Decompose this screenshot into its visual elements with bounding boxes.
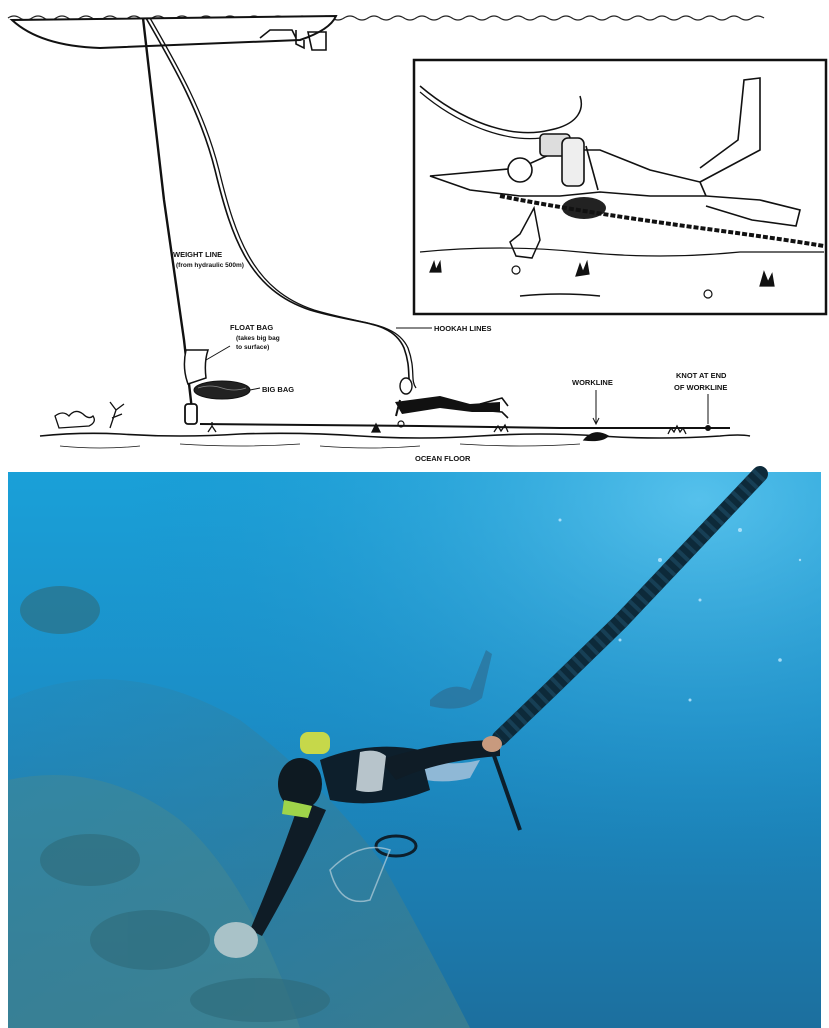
inset-panel	[414, 60, 826, 314]
diver-bottom	[395, 378, 508, 427]
label-float-bag: FLOAT BAG	[230, 323, 273, 332]
label-big-bag: BIG BAG	[262, 385, 294, 394]
weight-block	[185, 404, 197, 424]
boat-hull	[12, 16, 336, 48]
big-bag	[194, 381, 260, 399]
label-weight-line: WEIGHT LINE	[173, 250, 222, 259]
label-hookah-lines: HOOKAH LINES	[434, 324, 492, 333]
float-bag	[184, 350, 208, 384]
underwater-photo	[8, 472, 821, 1028]
label-weight-line-note: (from hydraulic 500m)	[176, 262, 244, 269]
workline	[200, 424, 730, 428]
label-workline: WORKLINE	[572, 378, 613, 387]
label-float-bag-note-1: (takes big bag	[236, 335, 280, 342]
inset-bag	[562, 197, 606, 219]
label-float-bag-note-2: to surface)	[236, 344, 269, 351]
weight-line	[143, 18, 192, 410]
diagram: WEIGHT LINE (from hydraulic 500m) FLOAT …	[8, 16, 826, 463]
knot-icon	[705, 425, 711, 431]
label-knot-1: KNOT AT END	[676, 371, 727, 380]
hookah-hose	[146, 18, 412, 388]
ocean-floor	[40, 433, 750, 438]
label-ocean-floor: OCEAN FLOOR	[415, 454, 471, 463]
label-knot-2: OF WORKLINE	[674, 383, 727, 392]
